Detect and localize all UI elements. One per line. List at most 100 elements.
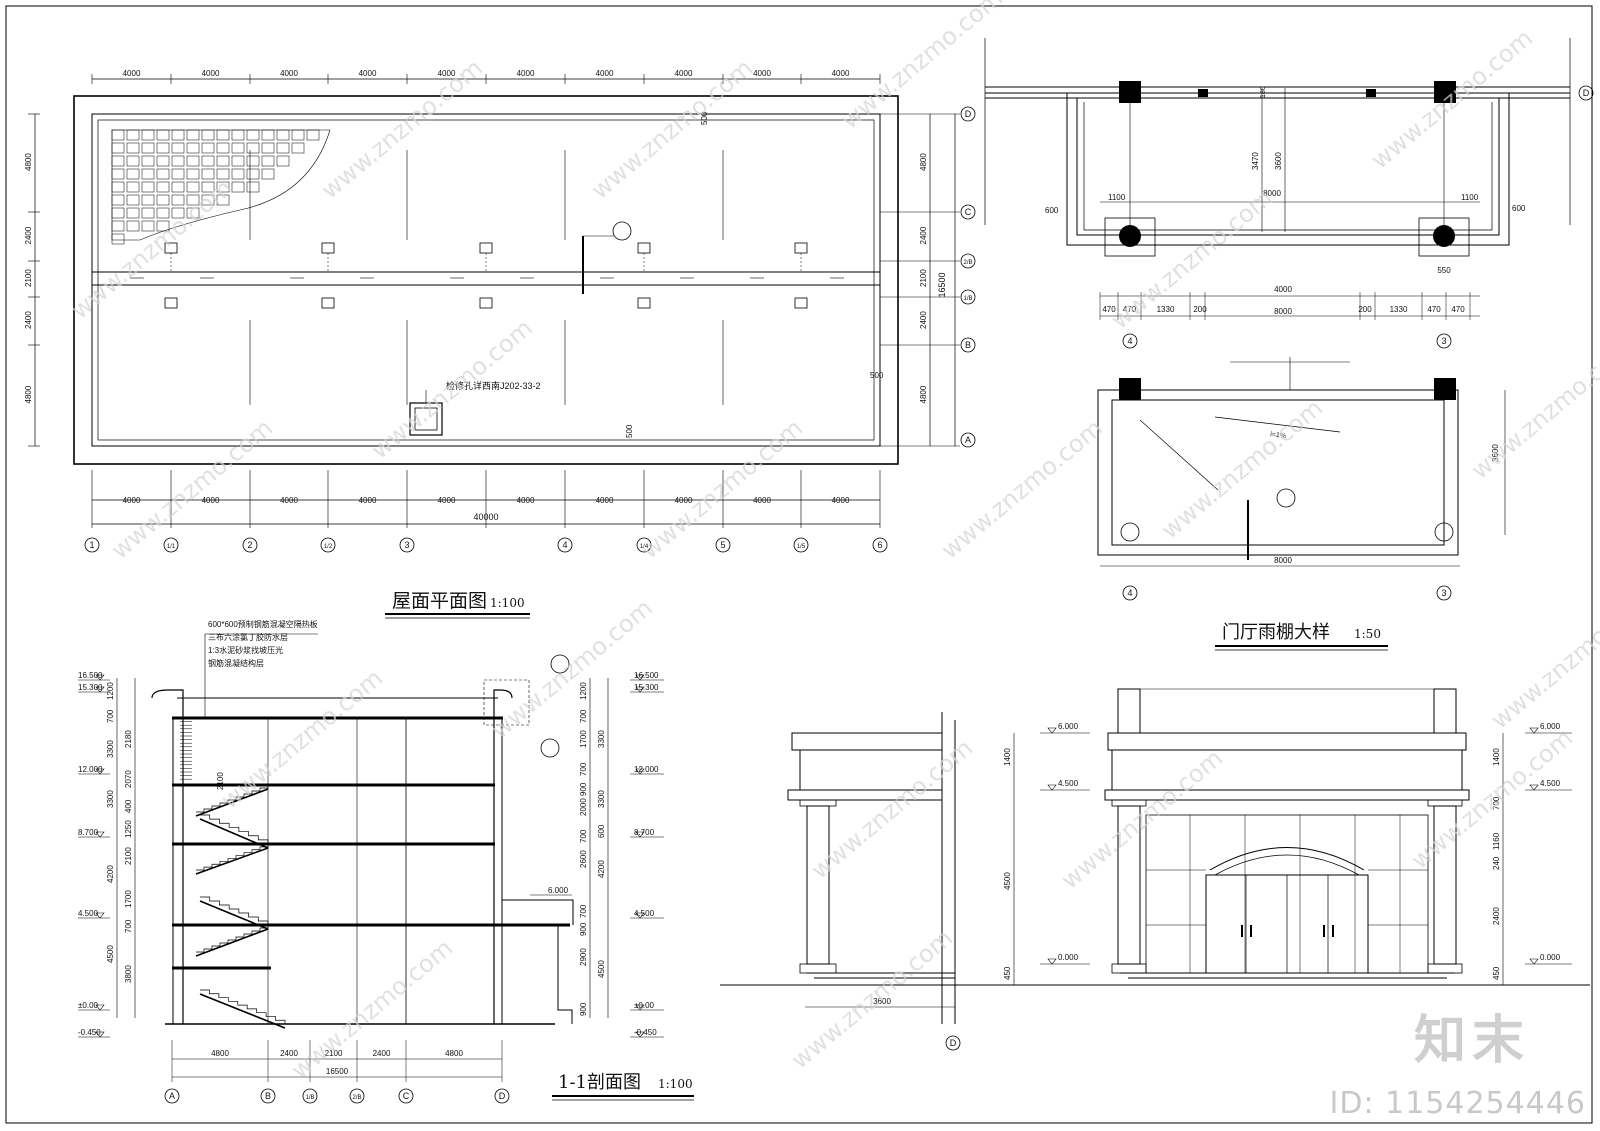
canopy-dim: 470	[1427, 305, 1441, 314]
section-dim: 600	[597, 824, 606, 838]
canopy-dim: 3600	[1491, 444, 1500, 462]
column	[1434, 378, 1456, 400]
elev-dim: 700	[1492, 796, 1501, 810]
elev-dim: 450	[1003, 966, 1012, 980]
section-dim: 1700	[124, 890, 133, 908]
id-watermark: ID: 1154254446	[1329, 1086, 1586, 1121]
watermark-text: www.znzmo.com	[316, 54, 488, 205]
canopy-dim: 8000	[1274, 556, 1292, 565]
column-round	[1433, 225, 1455, 247]
level-mark: 4.500	[1540, 779, 1561, 788]
roof-bay-dim: 4000	[517, 496, 535, 505]
level-mark: 12.000	[78, 765, 103, 774]
canopy-dim: 470	[1123, 305, 1137, 314]
roof-bay-dim: 4000	[832, 69, 850, 78]
canopy-dim: 550	[1437, 266, 1451, 275]
roof-edge-dim: 500	[870, 371, 884, 380]
level-mark: -0.450	[634, 1028, 657, 1037]
roof-bay-dim: 4000	[202, 69, 220, 78]
roof-right-total: 16500	[937, 272, 947, 297]
level-mark: 6.000	[1540, 722, 1561, 731]
level-mark: 12.000	[634, 765, 659, 774]
canopy-dim: 200	[1193, 305, 1207, 314]
roof-bay-dim: 4000	[596, 69, 614, 78]
level-mark: 4.500	[1058, 779, 1079, 788]
section-scale: 1:100	[658, 1077, 693, 1091]
axis-label: 4	[1127, 336, 1132, 346]
watermark-text: www.znzmo.com	[806, 734, 978, 885]
canopy-dim: 1330	[1157, 305, 1175, 314]
level-mark: 6.000	[1058, 722, 1079, 731]
level-mark: 16.500	[634, 671, 659, 680]
section-dim: 3300	[597, 730, 606, 748]
canopy-slope: i=1%	[1270, 431, 1287, 440]
section-dim: 2100	[216, 772, 225, 790]
section-dim: 2180	[124, 730, 133, 748]
roof-total-dim: 40000	[473, 512, 498, 522]
axis-label: 1/B	[963, 296, 972, 302]
level-mark: 8.700	[78, 828, 99, 837]
elev-dim: 450	[1492, 966, 1501, 980]
section-dim: 700	[106, 709, 115, 723]
roof-right-dim: 4800	[919, 153, 928, 171]
elev-dim: 3600	[873, 997, 891, 1006]
axis-label: D	[950, 1038, 957, 1048]
roof-note: 检修孔详西南J202-33-2	[446, 380, 541, 391]
watermark-text: www.znzmo.com	[1156, 394, 1328, 545]
level-mark: 8.700	[634, 828, 655, 837]
section-dim: 700	[124, 919, 133, 933]
axis-label: 3	[1441, 588, 1446, 598]
axis-label: C	[965, 207, 972, 217]
detail-callout	[612, 221, 632, 241]
roof-bay-dim: 4000	[753, 69, 771, 78]
canopy-dim: 600	[1045, 206, 1059, 215]
axis-label: 6	[877, 540, 882, 550]
level-mark: 0.000	[1058, 953, 1079, 962]
canopy-dim: 470	[1102, 305, 1116, 314]
canopy-title: 门厅雨棚大样	[1222, 622, 1330, 643]
watermark-text: www.znzmo.com	[216, 664, 388, 815]
section-dim: 4200	[597, 860, 606, 878]
section-total: 16500	[326, 1067, 349, 1076]
axis-label: A	[169, 1091, 175, 1101]
column-round	[1119, 225, 1141, 247]
watermark-text: www.znzmo.com	[836, 0, 1008, 135]
column	[1119, 378, 1141, 400]
axis-label: 1/5	[797, 544, 806, 550]
canopy-dim: 1100	[1108, 193, 1126, 202]
roof-bay-dim: 4000	[675, 69, 693, 78]
roof-left-dim: 2400	[24, 311, 33, 329]
canopy-dim: 1330	[1390, 305, 1408, 314]
axis-label: B	[965, 340, 971, 350]
section-note: 钢筋混凝结构层	[208, 658, 264, 668]
roof-plan-title: 屋面平面图	[392, 590, 487, 612]
roof-bay-dim: 4000	[517, 69, 535, 78]
canopy-dim: 600	[1512, 204, 1526, 213]
section-dim: 3300	[597, 790, 606, 808]
elev-dim: 1160	[1492, 832, 1501, 850]
watermark-text: www.znzmo.com	[786, 924, 958, 1075]
roof-right-dim: 2100	[919, 269, 928, 287]
section-note: 1:3水泥砂浆找坡压光	[208, 645, 283, 655]
roof-right-dim: 2400	[919, 311, 928, 329]
axis-label: D	[499, 1091, 506, 1101]
axis-label: 3	[1441, 336, 1446, 346]
roof-bay-dim: 4000	[202, 496, 220, 505]
section-dim: 900	[579, 782, 588, 796]
section-dim: 2100	[124, 847, 133, 865]
watermark-text: www.znzmo.com	[286, 934, 458, 1085]
section-dim: 2070	[124, 770, 133, 788]
axis-label: 1/1	[167, 544, 176, 550]
watermark-text: www.znzmo.com	[1366, 24, 1538, 175]
canopy-dim: 200	[1358, 305, 1372, 314]
axis-label: 1/2	[324, 544, 333, 550]
roof-bay-dim: 4000	[596, 496, 614, 505]
section-dim: 2000	[579, 798, 588, 816]
canopy-plan: 1100 1100 8000 3470 3600 600 600 180 470…	[984, 38, 1594, 651]
axis-label: 5	[720, 540, 725, 550]
watermark-text: www.znzmo.com	[1466, 334, 1600, 485]
level-mark: 0.000	[1540, 953, 1561, 962]
roof-bay-dim: 4000	[438, 496, 456, 505]
watermark-text: www.znzmo.com	[1406, 724, 1578, 875]
